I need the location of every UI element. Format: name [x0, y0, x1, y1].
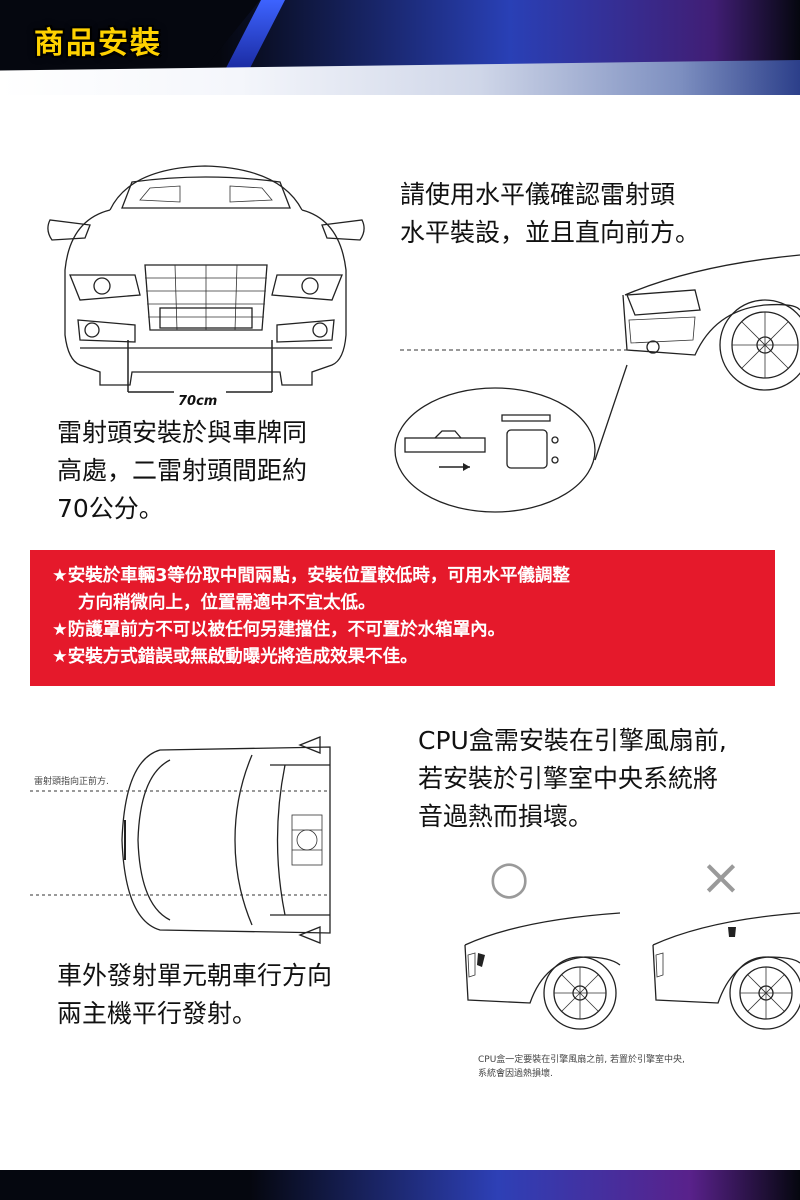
level-instruction-line-2: 水平裝設，並且直向前方。: [400, 218, 701, 247]
mount-height-text: 雷射頭安裝於與車牌同 高處，二雷射頭間距約 70公分。: [57, 414, 387, 528]
footer-glow: [250, 1170, 800, 1200]
cpu-caption-line-1: CPU盒一定要裝在引擎風扇之前, 若置於引擎室中央,: [478, 1055, 685, 1065]
cpu-placement-line-2: 若安裝於引擎室中央系統將: [418, 764, 719, 793]
header-glow: [220, 0, 800, 70]
cpu-placement-line-3: 音過熱而損壞。: [418, 802, 594, 831]
header-banner: 商品安裝: [0, 0, 800, 95]
distance-label: 70cm: [175, 394, 221, 409]
notice-line-2: 方向稍微向上，位置需適中不宜太低。: [78, 593, 376, 613]
car-top-view-illustration: [30, 736, 331, 944]
mount-height-line-2: 高處，二雷射頭間距約: [57, 456, 308, 485]
mount-height-line-3: 70公分。: [57, 494, 164, 523]
page-title: 商品安裝: [34, 26, 162, 61]
cpu-wrong-position-illustration: [652, 912, 800, 1030]
notice-line-3: ★防護罩前方不可以被任何另建擋住，不可置於水箱罩內。: [52, 620, 506, 640]
notice-line-1: ★安裝於車輛3等份取中間兩點，安裝位置較低時，可用水平儀調整: [52, 566, 570, 586]
cpu-correct-position-illustration: [464, 912, 621, 1030]
car-side-level-illustration: [394, 254, 800, 513]
car-front-illustration: [47, 165, 365, 393]
emitter-direction-line-1: 車外發射單元朝車行方向: [57, 961, 333, 990]
cpu-caption: CPU盒一定要裝在引擎風扇之前, 若置於引擎室中央, 系統會因過熱損壞.: [478, 1053, 685, 1081]
cpu-placement-line-1: CPU盒需安裝在引擎風扇前,: [418, 726, 727, 755]
laser-direction-caption: 雷射頭指向正前方.: [34, 777, 109, 787]
level-instruction-text: 請使用水平儀確認雷射頭 水平裝設，並且直向前方。: [400, 176, 800, 252]
cpu-placement-text: CPU盒需安裝在引擎風扇前, 若安裝於引擎室中央系統將 音過熱而損壞。: [418, 722, 800, 836]
correct-symbol-icon: ○: [489, 850, 530, 904]
cpu-caption-line-2: 系統會因過熱損壞.: [478, 1069, 553, 1079]
warning-notice: ★安裝於車輛3等份取中間兩點，安裝位置較低時，可用水平儀調整 方向稍微向上，位置…: [30, 550, 775, 686]
emitter-direction-line-2: 兩主機平行發射。: [57, 999, 258, 1028]
footer-banner: [0, 1170, 800, 1200]
wrong-symbol-icon: ×: [700, 848, 742, 906]
mount-height-line-1: 雷射頭安裝於與車牌同: [57, 418, 308, 447]
emitter-direction-text: 車外發射單元朝車行方向 兩主機平行發射。: [57, 957, 417, 1033]
notice-line-4: ★安裝方式錯誤或無啟動曝光將造成效果不佳。: [52, 647, 418, 667]
level-instruction-line-1: 請使用水平儀確認雷射頭: [400, 180, 676, 209]
